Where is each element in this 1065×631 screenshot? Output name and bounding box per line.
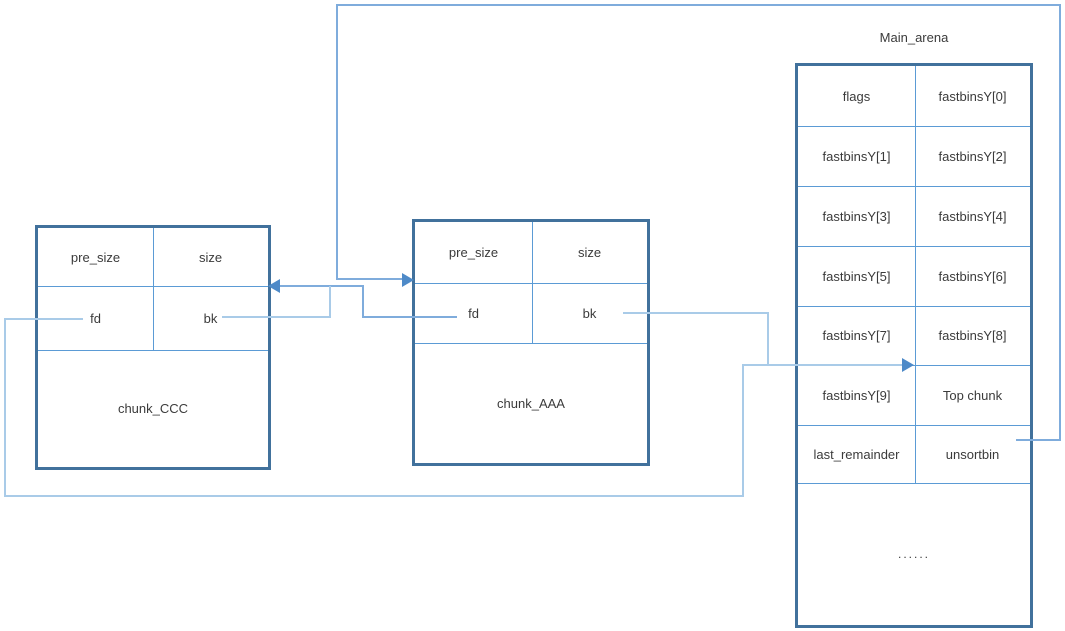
arena-cell-fastbinsy9: fastbinsY[9] bbox=[822, 387, 891, 403]
arena-cell-flags: flags bbox=[842, 88, 871, 104]
arena-cell-fastbinsy1: fastbinsY[1] bbox=[822, 148, 891, 164]
arena-cell-unsortbin: unsortbin bbox=[945, 446, 1000, 462]
chunk-aaa-label: chunk_AAA bbox=[497, 395, 565, 411]
chunk-ccc-box: pre_size size fd bk chunk_CCC bbox=[35, 225, 271, 470]
arena-cell-fastbinsy7: fastbinsY[7] bbox=[822, 328, 891, 343]
main-arena-table: flags fastbinsY[0] fastbinsY[1] fastbins… bbox=[795, 63, 1033, 628]
arena-cell-fastbinsy6: fastbinsY[6] bbox=[938, 268, 1007, 284]
arena-title: Main_arena bbox=[879, 29, 949, 45]
chunk-aaa-pre-size-cell: pre_size bbox=[448, 245, 499, 260]
chunk-ccc-label: chunk_CCC bbox=[117, 401, 189, 416]
chunk-ccc-size-cell: size bbox=[198, 249, 223, 265]
chunk-ccc-vertical-divider bbox=[153, 228, 154, 350]
arena-cell-fastbinsy8: fastbinsY[8] bbox=[938, 328, 1007, 343]
arena-row-divider-7 bbox=[798, 483, 1030, 484]
arena-cell-fastbinsy3: fastbinsY[3] bbox=[822, 208, 891, 224]
arena-cell-ellipsis: ...... bbox=[897, 547, 930, 561]
chunk-aaa-size-cell: size bbox=[577, 245, 602, 260]
arena-cell-last-remainder: last_remainder bbox=[813, 446, 900, 462]
arena-cell-fastbinsy5: fastbinsY[5] bbox=[822, 268, 891, 284]
chunk-aaa-box: pre_size size fd bk chunk_AAA bbox=[412, 219, 650, 466]
chunk-ccc-bk-cell: bk bbox=[203, 310, 218, 326]
chunk-aaa-bk-cell: bk bbox=[582, 305, 597, 321]
arena-cell-fastbinsy2: fastbinsY[2] bbox=[938, 148, 1007, 164]
chunk-ccc-row-divider-1 bbox=[38, 286, 268, 287]
arena-cell-top-chunk: Top chunk bbox=[942, 387, 1003, 403]
chunk-aaa-fd-cell: fd bbox=[468, 305, 479, 321]
chunk-ccc-fd-cell: fd bbox=[90, 310, 101, 326]
chunk-ccc-pre-size-cell: pre_size bbox=[70, 249, 121, 265]
arena-cell-fastbinsy0: fastbinsY[0] bbox=[938, 88, 1007, 104]
arena-cell-fastbinsy4: fastbinsY[4] bbox=[938, 208, 1007, 224]
